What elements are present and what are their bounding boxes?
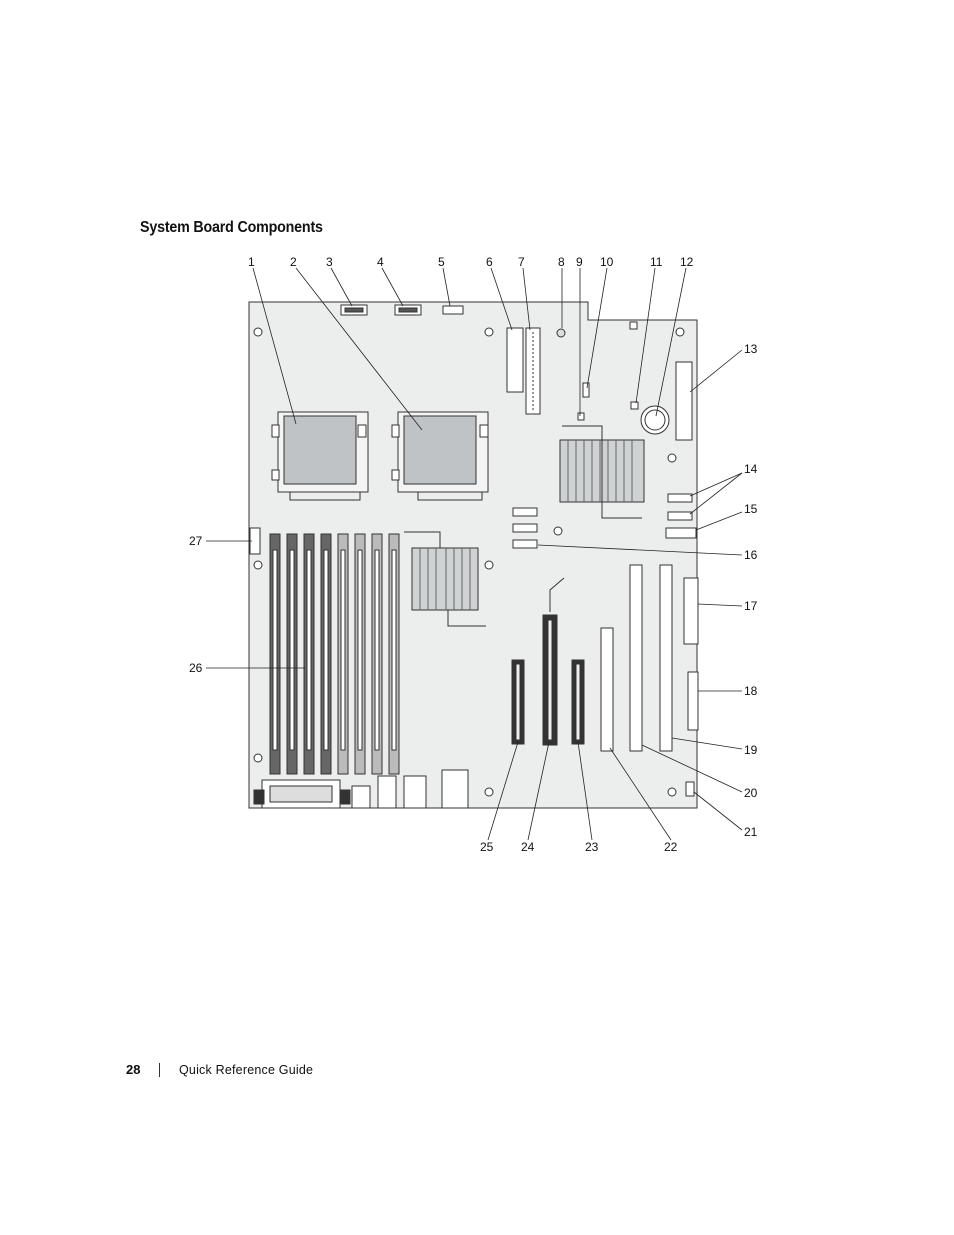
callout-17: 17 — [744, 599, 758, 613]
callout-numbers: 1 2 3 4 5 6 7 8 9 10 11 12 13 14 15 16 1… — [189, 255, 758, 854]
callout-21: 21 — [744, 825, 758, 839]
page-number: 28 — [126, 1062, 141, 1077]
callout-13: 13 — [744, 342, 758, 356]
callout-16: 16 — [744, 548, 758, 562]
processor-socket-2 — [391, 411, 489, 501]
power-connector — [506, 327, 524, 393]
section-title: System Board Components — [140, 219, 323, 236]
ide-connector — [683, 577, 699, 645]
serial-connector — [687, 671, 699, 731]
usb-port-1 — [377, 775, 397, 809]
callout-26: 26 — [189, 661, 203, 675]
sata-connector-4 — [512, 523, 538, 533]
usb-port-2 — [403, 775, 427, 809]
pci-slot-2 — [629, 564, 643, 752]
aux-connector — [685, 781, 695, 797]
sata-connector-1 — [667, 493, 693, 503]
sata-connector-2 — [667, 511, 693, 521]
callout-23: 23 — [585, 840, 599, 854]
clear-cmos-jumper — [630, 401, 639, 410]
footer-separator — [159, 1063, 160, 1077]
mounting-holes — [253, 327, 685, 797]
callout-27: 27 — [189, 534, 203, 548]
standby-led — [556, 328, 566, 338]
callout-11: 11 — [650, 255, 663, 269]
guide-title: Quick Reference Guide — [179, 1063, 314, 1077]
callout-10: 10 — [600, 255, 614, 269]
sata-connector-3 — [512, 507, 538, 517]
callout-6: 6 — [486, 255, 493, 269]
leader-lines — [206, 267, 743, 841]
pcix-slot — [600, 627, 614, 752]
memory-slots — [269, 533, 400, 775]
callout-5: 5 — [438, 255, 445, 269]
floppy-connector — [525, 327, 541, 415]
callout-22: 22 — [664, 840, 678, 854]
callout-7: 7 — [518, 255, 525, 269]
callout-18: 18 — [744, 684, 758, 698]
callout-19: 19 — [744, 743, 758, 757]
callout-12: 12 — [680, 255, 694, 269]
password-jumper — [582, 382, 590, 398]
callout-24: 24 — [521, 840, 535, 854]
fan-connector-3 — [442, 305, 464, 315]
callout-2: 2 — [290, 255, 297, 269]
callout-3: 3 — [326, 255, 333, 269]
rtc-jumper — [577, 412, 585, 421]
callout-25: 25 — [480, 840, 494, 854]
callout-20: 20 — [744, 786, 758, 800]
callout-15: 15 — [744, 502, 758, 516]
front-panel-connector — [665, 527, 697, 539]
callout-8: 8 — [558, 255, 565, 269]
main-power-connector — [675, 361, 693, 441]
callout-14: 14 — [744, 462, 758, 476]
processor-socket-1 — [271, 411, 369, 501]
sata-connector-5 — [512, 539, 538, 549]
callout-4: 4 — [377, 255, 384, 269]
pci-slot-1 — [659, 564, 673, 752]
network-connector — [441, 769, 469, 809]
callout-9: 9 — [576, 255, 583, 269]
memory-controller-heatsink — [411, 547, 479, 611]
callout-1: 1 — [248, 255, 255, 269]
audio-jack — [351, 785, 371, 809]
